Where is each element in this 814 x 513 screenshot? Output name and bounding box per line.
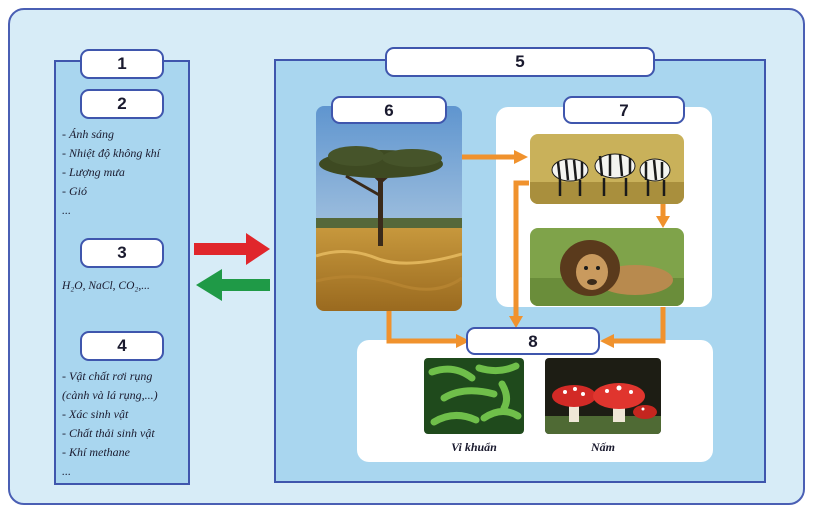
list-item: - Khí methane (62, 445, 130, 459)
bacteria-photo (424, 358, 524, 434)
label-2: 2 (80, 89, 164, 119)
label-7: 7 (563, 96, 685, 124)
abiotic-panel (54, 60, 190, 485)
list-item: - Gió (62, 184, 87, 198)
list-item: ... (62, 203, 71, 217)
fungi-caption: Nấm (591, 440, 615, 454)
bacteria-caption: Vi khuẩn (451, 440, 497, 454)
savanna-photo (316, 106, 462, 311)
list-item: (cành và lá rụng,...) (62, 388, 158, 402)
list-item: - Ánh sáng (62, 127, 114, 141)
organic-matter-list: - Vật chất rơi rụng (cành và lá rụng,...… (62, 367, 158, 481)
label-3: 3 (80, 238, 164, 268)
label-6: 6 (331, 96, 447, 124)
list-item: - Vật chất rơi rụng (62, 369, 153, 383)
list-item: - Lượng mưa (62, 165, 125, 179)
label-1: 1 (80, 49, 164, 79)
inorganic-substances: H₂O, NaCl, CO₂,... (62, 280, 150, 292)
label-4: 4 (80, 331, 164, 361)
label-8: 8 (466, 327, 600, 355)
climate-factors-list: - Ánh sáng - Nhiệt độ không khí - Lượng … (62, 125, 160, 220)
list-item: - Nhiệt độ không khí (62, 146, 160, 160)
zebras-photo (530, 134, 684, 204)
fungi-photo (545, 358, 661, 434)
list-item: - Chất thải sinh vật (62, 426, 155, 440)
label-5: 5 (385, 47, 655, 77)
lion-photo (530, 228, 684, 306)
list-item: ... (62, 464, 71, 478)
list-item: - Xác sinh vật (62, 407, 129, 421)
